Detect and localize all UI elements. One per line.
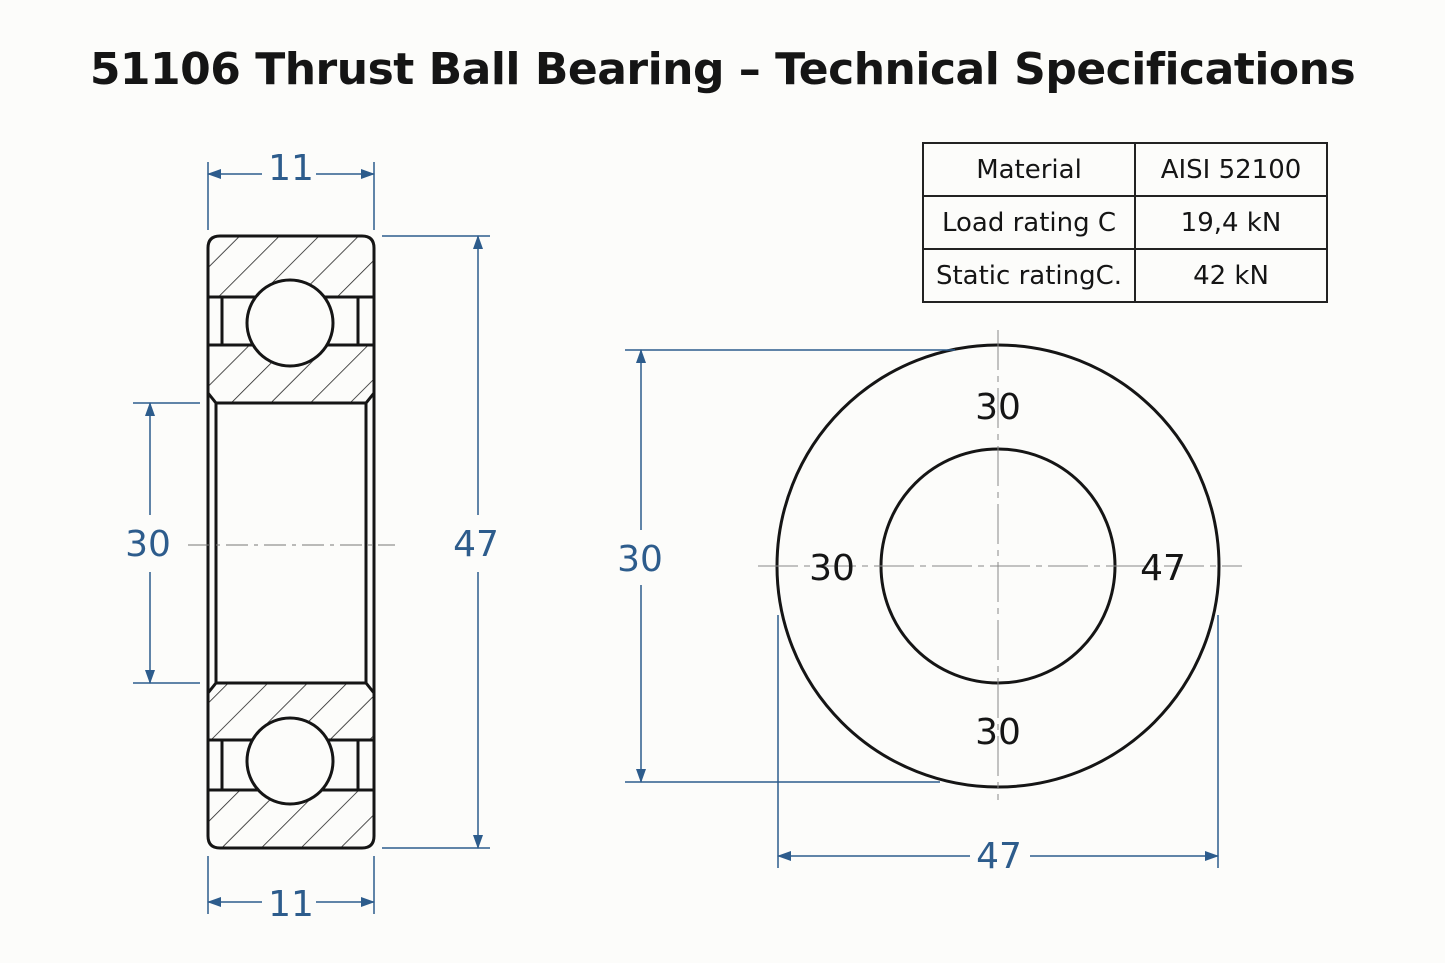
section-dimensions (133, 162, 490, 914)
label-top: 30 (975, 387, 1021, 428)
spec-label: Load rating C (922, 195, 1136, 250)
front-dimensions (625, 349, 1219, 868)
dim-outer: 47 (453, 524, 499, 565)
label-right: 47 (1140, 548, 1186, 589)
spec-label: Material (922, 142, 1136, 197)
section-view (188, 234, 395, 850)
label-bottom: 30 (975, 712, 1021, 753)
ball-icon (245, 716, 335, 806)
dim-width-top: 11 (268, 148, 314, 189)
spec-label: Static ratingC. (922, 248, 1136, 303)
spec-value: 19,4 kN (1134, 195, 1328, 250)
dim-width-bottom: 11 (268, 884, 314, 925)
dim-bore: 30 (125, 524, 171, 565)
label-left: 30 (809, 548, 855, 589)
front-view (758, 330, 1242, 800)
spec-value: 42 kN (1134, 248, 1328, 303)
page-title: 51106 Thrust Ball Bearing – Technical Sp… (89, 44, 1356, 95)
spec-value: AISI 52100 (1134, 142, 1328, 197)
table-row: Static ratingC.42 kN (922, 248, 1328, 303)
dim-width: 47 (976, 836, 1022, 877)
dim-height: 30 (617, 539, 663, 580)
ball-icon (245, 278, 335, 368)
